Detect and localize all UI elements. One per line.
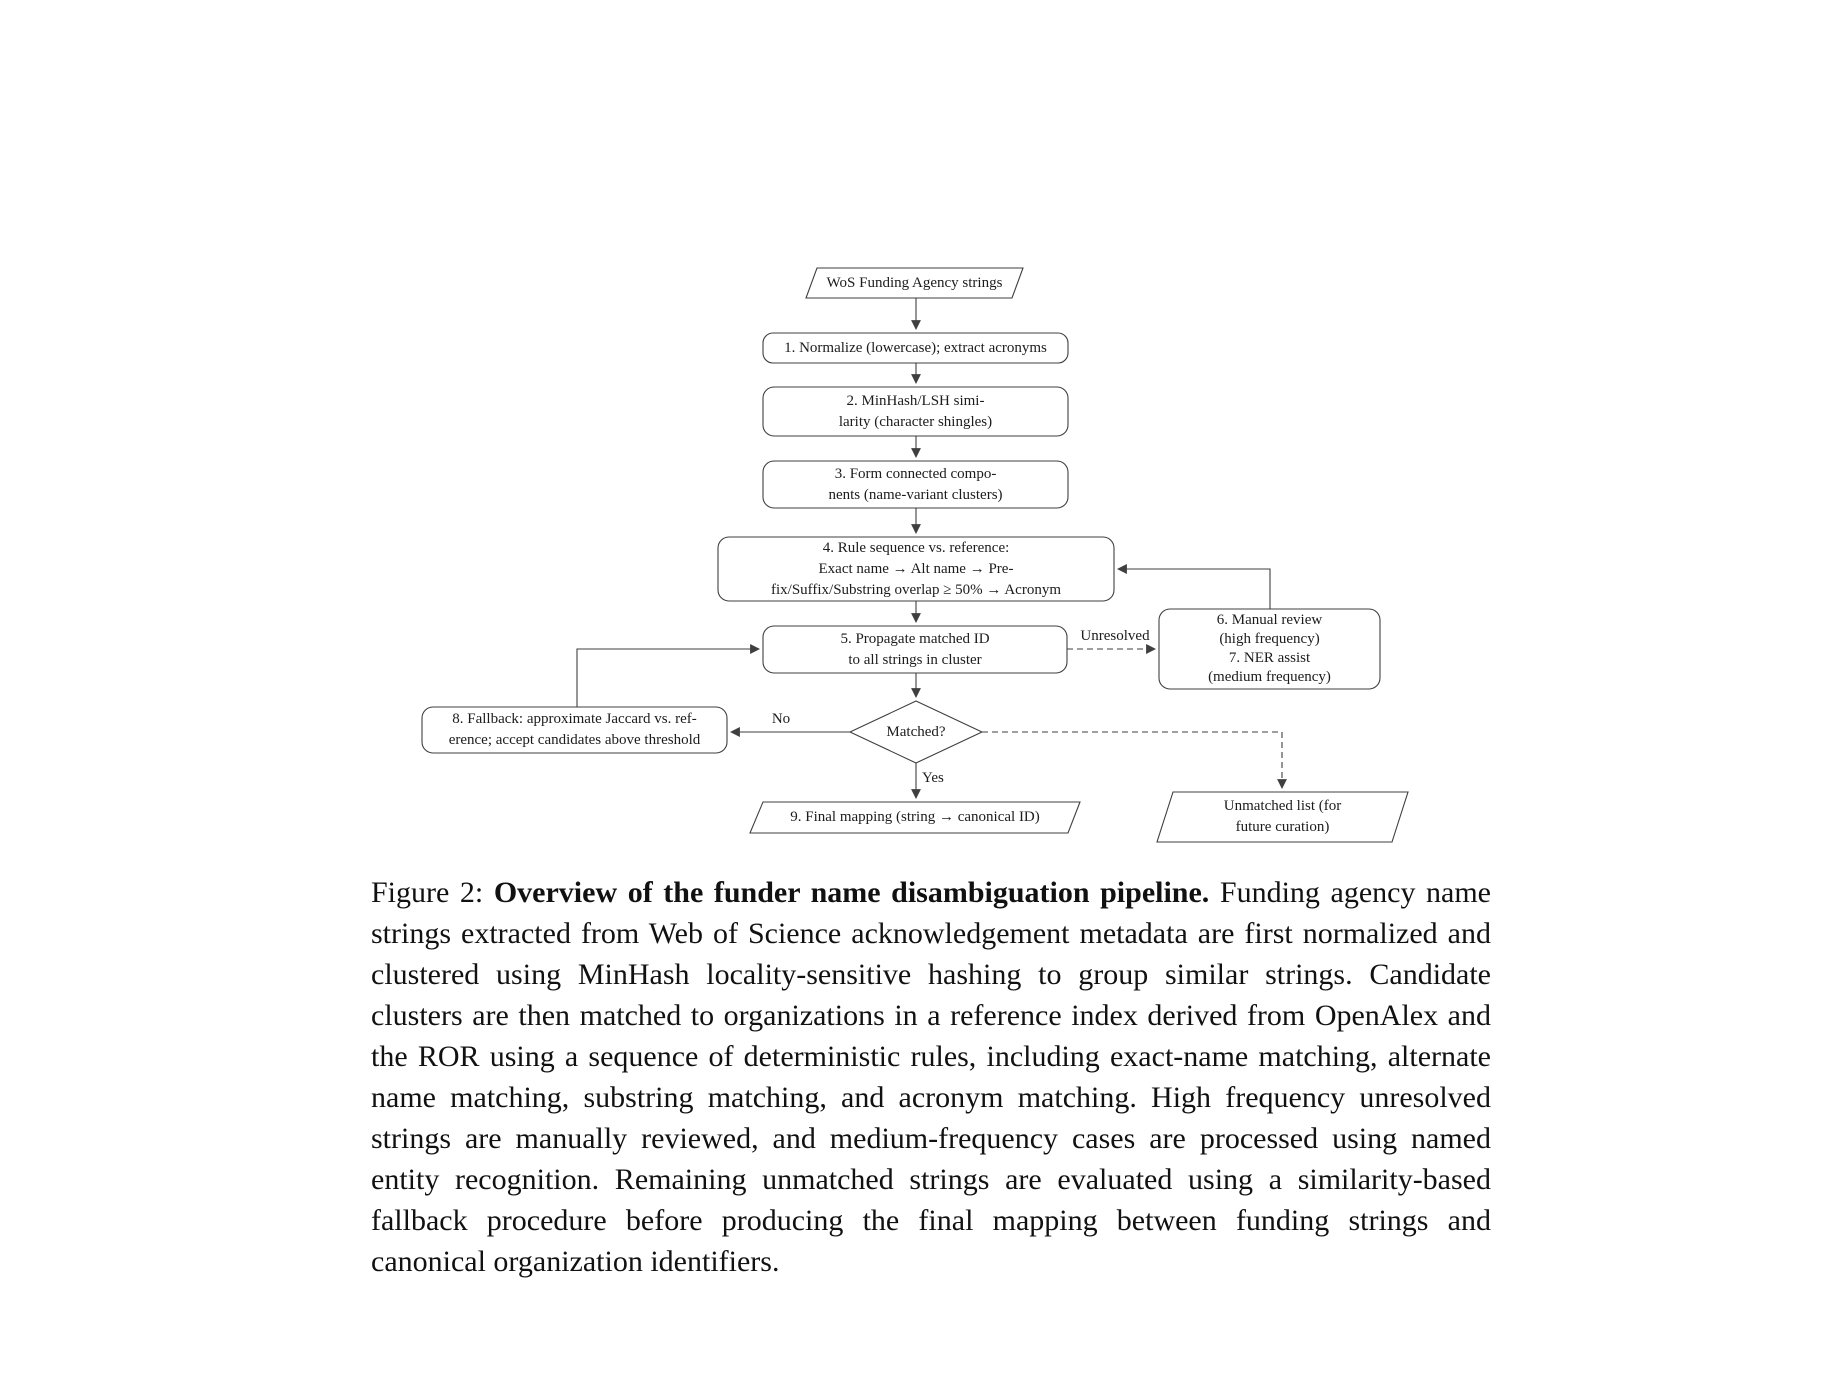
edge-label-no: No bbox=[771, 711, 791, 727]
caption-body: Funding agency name strings extracted fr… bbox=[371, 876, 1492, 1278]
unmatched-node-shape bbox=[1156, 791, 1409, 843]
step1-node-shape bbox=[762, 332, 1069, 364]
edge-step8-to-step5 bbox=[576, 644, 760, 707]
decision-node-shape bbox=[848, 700, 984, 764]
edge-label-yes: Yes bbox=[922, 770, 944, 786]
start-node-shape bbox=[805, 267, 1024, 299]
step3-node-shape bbox=[762, 460, 1069, 509]
step9-node-shape bbox=[749, 801, 1081, 834]
step4-node-shape bbox=[717, 536, 1115, 602]
step2-node-shape bbox=[762, 386, 1069, 437]
caption-title: Overview of the funder name disambiguati… bbox=[493, 876, 1210, 909]
edge-step67-to-step4 bbox=[1117, 564, 1271, 609]
caption-figure-label: Figure 2: bbox=[371, 876, 484, 909]
step8-node-shape bbox=[421, 706, 728, 754]
step67-node-shape bbox=[1158, 608, 1381, 690]
step5-node-shape bbox=[762, 625, 1068, 674]
edge-label-unresolved: Unresolved bbox=[1080, 628, 1150, 644]
figure-caption: Figure 2: Overview of the funder name di… bbox=[371, 872, 1491, 1282]
edge-decision-to-unmatched bbox=[982, 731, 1287, 789]
